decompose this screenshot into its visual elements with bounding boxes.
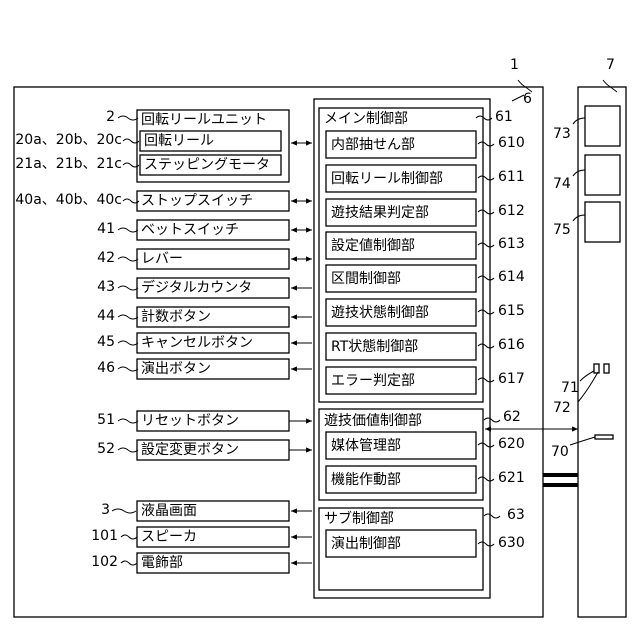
ref-63: 63 [507,507,525,524]
ref-44: 44 [97,308,115,325]
sub-control-title: サブ制御部 [324,511,394,527]
reel-label: 回転リール [144,133,214,149]
reel-control-label: 回転リール制御部 [331,171,443,187]
count-button-label: 計数ボタン [141,309,211,325]
slot-70 [595,435,613,439]
lever-label: レバー [141,251,183,267]
ref-3: 3 [101,502,110,519]
ref-610: 610 [498,135,525,152]
state-control-label: 遊技状態制御部 [331,305,429,321]
setting-button-label: 設定変更ボタン [141,442,239,458]
ref-51: 51 [97,412,115,429]
ref-71: 71 [561,380,579,397]
ref-52: 52 [97,441,115,458]
ref-621: 621 [498,470,525,487]
ref-70: 70 [551,444,569,461]
ref-20abc: 20a、20b、20c [15,132,122,149]
ref-42: 42 [97,250,115,267]
ref-614: 614 [498,269,525,286]
effect-button-label: 演出ボタン [141,361,211,377]
ref-2: 2 [106,109,115,126]
ref-75: 75 [553,222,571,239]
ref-45: 45 [97,334,115,351]
setting-value-label: 設定値制御部 [331,238,415,254]
ref-7: 7 [606,57,615,74]
reset-button-label: リセットボタン [141,413,239,429]
ref-612: 612 [498,203,525,220]
function-label: 機能作動部 [331,472,401,488]
side-box-75 [585,202,620,242]
ref-620: 620 [498,436,525,453]
ref-611: 611 [498,169,525,186]
media-label: 媒体管理部 [331,438,401,454]
ref-613: 613 [498,236,525,253]
rt-control-label: RT状態制御部 [331,339,418,355]
ref-62: 62 [503,409,521,426]
ref-615: 615 [498,303,525,320]
main-control-title: メイン制御部 [324,111,408,127]
ref-617: 617 [498,371,525,388]
lcd-label: 液晶画面 [141,503,197,519]
ref-102: 102 [91,554,118,571]
effect-control-label: 演出制御部 [331,536,401,552]
port-71-b [604,364,609,373]
result-judge-label: 遊技結果判定部 [331,205,429,221]
port-71-a [594,364,599,373]
speaker-label: スピーカ [141,529,197,545]
ref-46: 46 [97,360,115,377]
ref-101: 101 [91,528,118,545]
ref-6: 6 [523,91,532,108]
section-control-label: 区間制御部 [331,271,401,287]
error-judge-label: エラー判定部 [331,373,415,389]
ref-616: 616 [498,337,525,354]
ref-72: 72 [553,400,571,417]
side-box-73 [585,106,620,146]
bet-switch-label: ベットスイッチ [141,222,239,238]
lamp-label: 電飾部 [141,555,183,571]
ref-1: 1 [510,57,519,74]
ref-21abc: 21a、21b、21c [15,156,122,173]
cancel-button-label: キャンセルボタン [141,335,253,351]
digital-counter-label: デジタルカウンタ [141,280,252,296]
ref-41: 41 [97,221,115,238]
ref-73: 73 [553,126,571,143]
stop-switch-label: ストップスイッチ [141,193,253,209]
internal-lottery-label: 内部抽せん部 [331,137,415,153]
ref-630: 630 [498,535,525,552]
reel-unit-title: 回転リールユニット [141,112,267,128]
value-control-title: 遊技価値制御部 [324,413,422,429]
ref-74: 74 [553,176,571,193]
side-box-74 [585,155,620,195]
motor-label: ステッピングモータ [144,157,270,173]
ref-43: 43 [97,279,115,296]
ref-40abc: 40a、40b、40c [15,192,122,209]
ref-61: 61 [495,109,513,126]
